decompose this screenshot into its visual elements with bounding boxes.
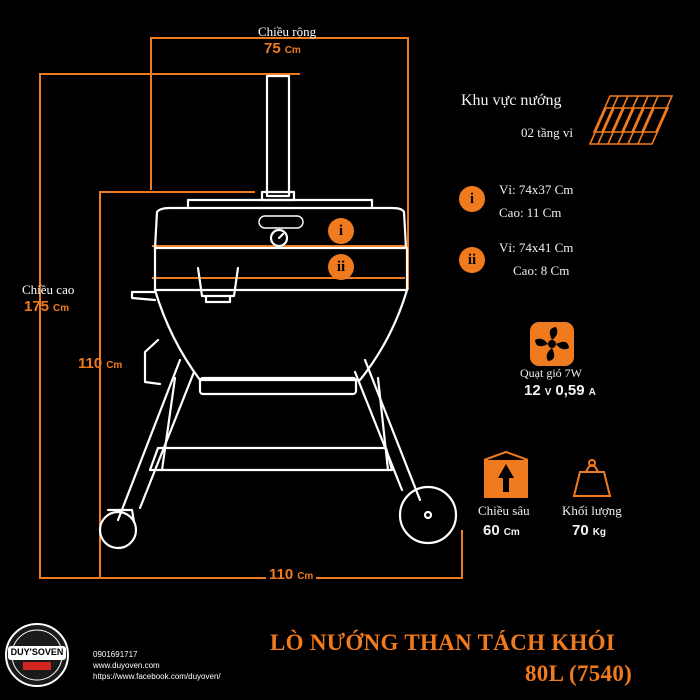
weight-label: Khối lượng: [562, 503, 622, 518]
depth-icon: [483, 450, 529, 498]
length-value: 110: [269, 566, 294, 583]
weight-icon: [572, 459, 612, 497]
length-group: 110 Cm: [266, 566, 317, 584]
height-value-group: 175 Cm: [24, 298, 69, 316]
level-ii-marker: ii: [328, 254, 354, 280]
level-i-size: Vỉ: 74x37 Cm: [499, 182, 574, 197]
body-height-value: 110: [78, 355, 103, 372]
width-value: 75: [264, 40, 281, 57]
right-front-leg-inner: [353, 370, 404, 492]
grill-rack-icon: [588, 95, 674, 145]
weight-unit: Kg: [592, 527, 607, 538]
chimney: [265, 74, 291, 198]
body-bowl: [153, 288, 409, 382]
hopper: [143, 338, 162, 386]
brand-logo-text: DUY'SOVEN: [10, 647, 64, 657]
brand-plate: [258, 215, 304, 229]
depth-label: Chiều sâu: [478, 503, 530, 518]
front-handle-lip: [204, 294, 232, 304]
fan-volt-unit: V: [544, 387, 552, 398]
contact-phone[interactable]: 0901691717: [93, 650, 138, 659]
dimension-lines: [39, 37, 463, 579]
height-bracket: [39, 73, 300, 579]
width-bracket: [150, 37, 409, 290]
height-label: Chiều cao: [22, 282, 75, 297]
left-caster: [98, 510, 138, 550]
fan-icon: [530, 322, 574, 366]
fan-power-group: 12 V 0,59 A: [524, 382, 596, 400]
contact-website[interactable]: www.duyoven.com: [93, 661, 160, 670]
weight-value-group: 70 Kg: [572, 522, 606, 540]
body-height-bracket: [99, 191, 255, 578]
fan-amp-unit: A: [588, 387, 596, 398]
ash-tray: [198, 376, 358, 396]
thermometer-needle: [277, 232, 285, 240]
right-wheel: [398, 485, 458, 545]
side-shelf: [130, 290, 157, 302]
left-back-leg: [160, 376, 177, 472]
level-ii-size: Vỉ: 74x41 Cm: [499, 240, 574, 255]
weight-value: 70: [572, 522, 589, 539]
height-unit: Cm: [53, 303, 70, 314]
fan-label: Quạt gió 7W: [520, 366, 582, 380]
level-i-height: Cao: 11 Cm: [499, 205, 562, 220]
brand-logo: [5, 623, 69, 687]
grill-area-title: Khu vực nướng: [461, 92, 562, 109]
level-ii-height: Cao: 8 Cm: [513, 263, 570, 278]
left-caster-bracket: [106, 508, 136, 524]
depth-value-group: 60 Cm: [483, 522, 520, 540]
right-front-leg: [363, 358, 422, 502]
fan-volt: 12: [524, 382, 541, 399]
level-i-badge: i: [459, 186, 485, 212]
right-wheel-hub: [423, 510, 433, 520]
width-value-group: 75 Cm: [264, 40, 301, 58]
grill-outline: [98, 74, 458, 550]
contact-facebook[interactable]: https://www.facebook.com/duyoven/: [93, 672, 221, 681]
depth-unit: Cm: [503, 527, 520, 538]
thermometer: [269, 228, 289, 248]
length-unit: Cm: [297, 571, 314, 582]
body-upper: [153, 246, 409, 292]
body-height-group: 110 Cm: [78, 355, 122, 373]
fan-amp: 0,59: [555, 382, 585, 399]
lid-handle: [186, 198, 374, 208]
left-front-leg: [116, 358, 182, 522]
height-value: 175: [24, 298, 50, 315]
depth-value: 60: [483, 522, 500, 539]
product-title: LÒ NƯỚNG THAN TÁCH KHÓI: [270, 630, 616, 655]
width-unit: Cm: [284, 45, 301, 56]
grill-area-subtitle: 02 tầng vỉ: [521, 125, 573, 140]
level-ii-badge: ii: [459, 247, 485, 273]
level-i-marker: i: [328, 218, 354, 244]
product-model: 80L (7540): [525, 661, 633, 686]
body-height-unit: Cm: [106, 360, 123, 371]
front-handle: [196, 266, 240, 298]
bottom-shelf: [148, 446, 394, 472]
right-back-leg: [376, 376, 390, 472]
width-label: Chiều rộng: [258, 24, 317, 39]
lid: [153, 206, 408, 250]
